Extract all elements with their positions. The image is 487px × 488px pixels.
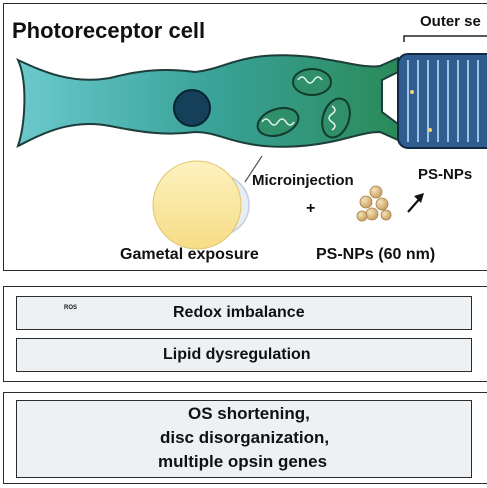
gametal-exposure-label: Gametal exposure — [120, 246, 259, 263]
outcome-line-1: OS shortening, — [188, 404, 310, 423]
redox-box: Redox imbalance — [16, 296, 472, 330]
nucleus — [173, 89, 211, 127]
particle-size-label: PS-NPs (60 nm) — [316, 246, 436, 263]
lipid-box: Lipid dysregulation — [16, 338, 472, 372]
uptake-arrow — [407, 193, 424, 213]
outcome-box — [16, 400, 472, 478]
ps-nps-label: PS-NPs — [418, 166, 473, 183]
lipid-label: Lipid dysregulation — [163, 346, 311, 363]
embryo — [152, 155, 263, 250]
nanoparticles-cluster — [356, 185, 392, 222]
outer-segment-label: Outer se — [420, 13, 481, 30]
redox-label: Redox imbalance — [173, 304, 305, 321]
plus-sign: + — [306, 200, 316, 217]
outer-segment-bracket — [403, 35, 487, 42]
panel-title: Photoreceptor cell — [12, 18, 206, 43]
outer-segment — [397, 53, 487, 149]
outcome-line-2: disc disorganization, — [160, 428, 330, 447]
mitochondria — [256, 68, 351, 139]
microinjection-label: Microinjection — [252, 172, 354, 189]
ros-badge: ROS — [64, 305, 78, 311]
outcome-line-3: multiple opsin genes — [158, 452, 328, 471]
